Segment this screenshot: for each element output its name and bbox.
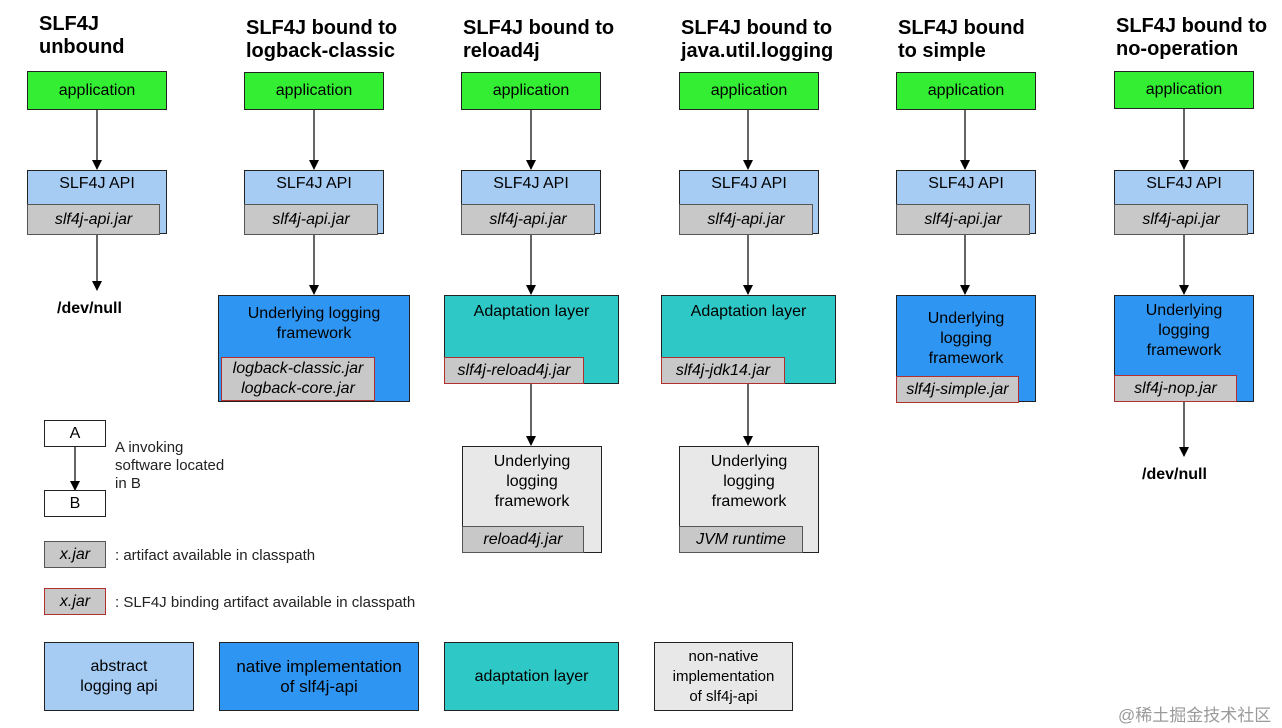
framework-label: Underlying logging framework — [1145, 302, 1223, 359]
legend-box-b: B — [44, 490, 106, 517]
slf4j-api-box: SLF4J API slf4j-api.jar — [679, 170, 819, 235]
adaptation-layer-box: Adaptation layer slf4j-reload4j.jar — [444, 295, 619, 384]
slf4j-api-label: SLF4J API — [59, 175, 135, 192]
framework-label: Underlying logging framework — [927, 310, 1005, 367]
adaptation-label: Adaptation layer — [473, 303, 590, 320]
column-title-nop: SLF4J bound to no-operation — [1116, 15, 1268, 60]
slf4j-api-jar: slf4j-api.jar — [27, 204, 160, 235]
application-box: application — [27, 71, 167, 110]
slf4j-api-jar: slf4j-api.jar — [244, 204, 378, 235]
slf4j-api-label: SLF4J API — [493, 175, 569, 192]
application-box: application — [461, 72, 601, 110]
application-box: application — [679, 72, 819, 110]
framework-label: Underlying logging framework — [247, 305, 381, 342]
application-box: application — [244, 72, 384, 110]
slf4j-reload4j-jar: slf4j-reload4j.jar — [444, 357, 584, 384]
column-title-logback: SLF4J bound to logback-classic — [246, 17, 398, 62]
column-title-jul: SLF4J bound to java.util.logging — [681, 17, 834, 62]
nonnative-framework-box: Underlying logging framework reload4j.ja… — [462, 446, 602, 553]
column-title-simple: SLF4J bound to simple — [898, 17, 1025, 62]
slf4j-api-jar: slf4j-api.jar — [679, 204, 813, 235]
column-title-unbound: SLF4J unbound — [39, 13, 125, 58]
jvm-runtime-jar: JVM runtime — [679, 526, 803, 553]
application-box: application — [1114, 71, 1254, 109]
native-framework-box: Underlying logging framework slf4j-simpl… — [896, 295, 1036, 403]
slf4j-api-label: SLF4J API — [1146, 175, 1222, 192]
slf4j-nop-jar: slf4j-nop.jar — [1114, 375, 1237, 402]
dev-null-label: /dev/null — [57, 300, 122, 317]
slf4j-api-box: SLF4J API slf4j-api.jar — [1114, 170, 1254, 235]
legend-jar-text: : artifact available in classpath — [115, 547, 316, 564]
legend-binding-text: : SLF4J binding artifact available in cl… — [115, 594, 416, 611]
slf4j-api-label: SLF4J API — [928, 175, 1004, 192]
slf4j-api-label: SLF4J API — [276, 175, 352, 192]
slf4j-api-jar: slf4j-api.jar — [896, 204, 1030, 235]
adaptation-layer-box: Adaptation layer slf4j-jdk14.jar — [661, 295, 836, 384]
reload4j-jar: reload4j.jar — [462, 526, 584, 553]
adaptation-label: Adaptation layer — [690, 303, 807, 320]
legend-jar-sample: x.jar — [44, 541, 106, 568]
slf4j-api-jar: slf4j-api.jar — [461, 204, 595, 235]
legend-native-impl: native implementation of slf4j-api — [219, 642, 419, 711]
nonnative-framework-box: Underlying logging framework JVM runtime — [679, 446, 819, 553]
column-title-reload4j: SLF4J bound to reload4j — [463, 17, 615, 62]
slf4j-api-box: SLF4J API slf4j-api.jar — [896, 170, 1036, 235]
legend-nonnative-impl: non-native implementation of slf4j-api — [654, 642, 793, 711]
logback-jars: logback-classic.jar logback-core.jar — [221, 357, 375, 401]
legend-box-a: A — [44, 420, 106, 447]
application-box: application — [896, 72, 1036, 110]
slf4j-simple-jar: slf4j-simple.jar — [896, 376, 1019, 403]
legend-binding-sample: x.jar — [44, 588, 106, 615]
dev-null-label: /dev/null — [1142, 466, 1207, 483]
native-framework-box: Underlying logging framework logback-cla… — [218, 295, 410, 402]
watermark: @稀土掘金技术社区 — [1118, 706, 1272, 725]
slf4j-jdk14-jar: slf4j-jdk14.jar — [661, 357, 785, 384]
legend-invoke-text: A invoking software located in B — [115, 439, 225, 492]
native-framework-box: Underlying logging framework slf4j-nop.j… — [1114, 295, 1254, 402]
legend-adaptation-layer: adaptation layer — [444, 642, 619, 711]
slf4j-api-label: SLF4J API — [711, 175, 787, 192]
framework-label: Underlying logging framework — [710, 453, 788, 510]
framework-label: Underlying logging framework — [493, 453, 571, 510]
slf4j-api-box: SLF4J API slf4j-api.jar — [27, 170, 167, 235]
slf4j-api-jar: slf4j-api.jar — [1114, 204, 1248, 235]
legend-abstract-api: abstract logging api — [44, 642, 194, 711]
slf4j-api-box: SLF4J API slf4j-api.jar — [461, 170, 601, 235]
slf4j-api-box: SLF4J API slf4j-api.jar — [244, 170, 384, 235]
